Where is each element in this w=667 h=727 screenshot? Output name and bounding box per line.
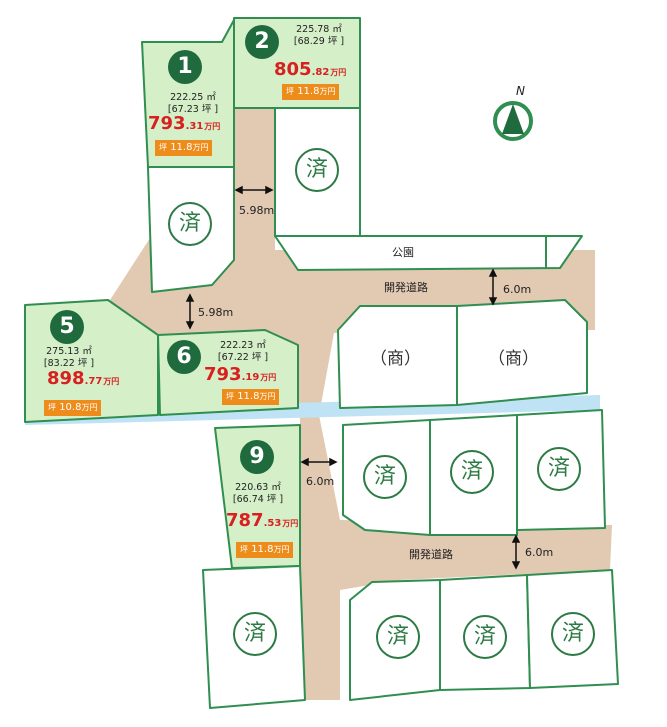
sold-mark-a: 済 xyxy=(168,202,212,246)
road-width-label-5: 6.0m xyxy=(525,546,554,559)
compass-icon xyxy=(493,101,533,141)
road-width-label-1: 5.98m xyxy=(239,204,275,217)
park-shape xyxy=(274,235,583,271)
sold-mark-i: 済 xyxy=(551,612,595,656)
lot-1-price: 793.31万円 xyxy=(148,113,221,134)
lot-9-price: 787.53万円 xyxy=(226,510,299,531)
shop-mark-b: （商） xyxy=(488,349,539,369)
compass-north-label: N xyxy=(516,84,525,98)
lot-6-area: 222.23 ㎡[67.22 坪 ] xyxy=(217,340,269,363)
lot-5-area: 275.13 ㎡[83.22 坪 ] xyxy=(43,346,95,369)
sold-mark-b: 済 xyxy=(295,148,339,192)
sold-mark-f: 済 xyxy=(233,612,277,656)
lot-6-number[interactable]: 6 xyxy=(167,340,201,374)
lot-1-area: 222.25 ㎡[67.23 坪 ] xyxy=(167,92,219,115)
shop-lot-b xyxy=(456,299,588,406)
lot-1-tsubo-price: 坪 11.8万円 xyxy=(155,140,213,156)
lot-2-price: 805.82万円 xyxy=(274,59,347,80)
lot-6-price: 793.19万円 xyxy=(204,364,277,385)
lot-5-number[interactable]: 5 xyxy=(50,310,84,344)
lot-6-tsubo-price: 坪 11.8万円 xyxy=(222,389,280,405)
lot-5-price: 898.77万円 xyxy=(47,368,120,389)
lot-5-tsubo-price: 坪 10.8万円 xyxy=(44,400,102,416)
lot-2-area: 225.78 ㎡[68.29 坪 ] xyxy=(293,24,345,47)
road-width-label-4: 6.0m xyxy=(306,475,335,488)
sold-mark-h: 済 xyxy=(463,615,507,659)
sold-mark-g: 済 xyxy=(376,615,420,659)
lot-9-tsubo-price: 坪 11.8万円 xyxy=(236,542,294,558)
lot-2-number[interactable]: 2 xyxy=(245,25,279,59)
road-width-label-3: 6.0m xyxy=(503,283,532,296)
road-name-upper: 開発道路 xyxy=(384,281,428,294)
sold-mark-e: 済 xyxy=(537,447,581,491)
lot-1-number[interactable]: 1 xyxy=(168,50,202,84)
road-width-label-2: 5.98m xyxy=(198,306,234,319)
lot-9-area: 220.63 ㎡[66.74 坪 ] xyxy=(232,482,284,505)
shop-mark-a: （商） xyxy=(370,349,421,369)
park-label: 公園 xyxy=(392,246,414,259)
road-name-lower: 開発道路 xyxy=(409,548,453,561)
lot-9-number[interactable]: 9 xyxy=(240,440,274,474)
lot-2-tsubo-price: 坪 11.8万円 xyxy=(282,84,340,100)
sold-mark-c: 済 xyxy=(363,455,407,499)
sold-mark-d: 済 xyxy=(450,450,494,494)
